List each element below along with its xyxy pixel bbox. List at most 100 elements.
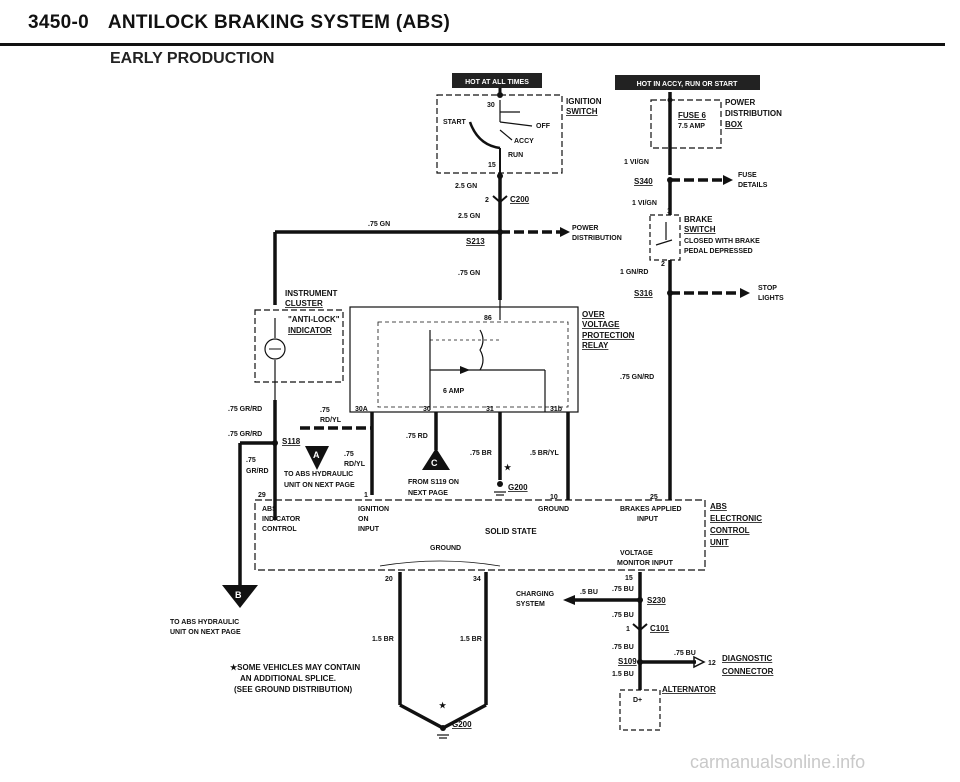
ecu-ign2: ON (358, 516, 369, 523)
relay-86: 86 (484, 315, 492, 322)
from-s119-1: FROM S119 ON (408, 479, 459, 486)
brake3: CLOSED WITH BRAKE (684, 238, 760, 245)
ecu-abs-ind1: ABS (262, 506, 277, 513)
ecu-brakes1: BRAKES APPLIED (620, 506, 682, 513)
wire-w11: .75 (320, 407, 330, 414)
ignition-rotor (468, 121, 501, 150)
s118-label: S118 (282, 437, 301, 446)
pin1: 1 (364, 492, 368, 499)
page-title: ANTILOCK BRAKING SYSTEM (ABS) (107, 12, 451, 33)
wire-w23: .75 BU (674, 650, 696, 657)
wire-w18: 1.5 BR (460, 636, 482, 643)
to-abs2: UNIT ON NEXT PAGE (284, 482, 355, 489)
header-rule (0, 43, 945, 46)
page-header: 3450-0 ANTILOCK BRAKING SYSTEM (ABS) (28, 12, 450, 34)
wire-w16: .75 (246, 457, 256, 464)
page-subtitle: EARLY PRODUCTION (110, 50, 275, 67)
g200b-label: G200 (452, 720, 472, 729)
note-3: (SEE GROUND DISTRIBUTION) (234, 685, 353, 694)
brake2: SWITCH (684, 225, 716, 234)
to-abs4: UNIT ON NEXT PAGE (170, 629, 241, 636)
pin10: 10 (550, 494, 558, 501)
section-number: 3450-0 (28, 12, 89, 33)
ign-off: OFF (536, 123, 551, 130)
to-abs3: TO ABS HYDRAULIC (170, 619, 239, 626)
abs-ecu-box (254, 499, 706, 571)
s340-label: S340 (634, 177, 653, 186)
wire-w22: .75 BU (612, 644, 634, 651)
pin29: 29 (258, 492, 266, 499)
s230-label: S230 (647, 596, 666, 605)
from-s119-2: NEXT PAGE (408, 490, 448, 497)
charging2: SYSTEM (516, 601, 545, 608)
ign-accy: ACCY (514, 138, 534, 145)
c101-label: C101 (650, 624, 670, 633)
wire-w24: 1.5 BU (612, 671, 634, 678)
brake1: BRAKE (684, 215, 713, 224)
ecu-abs-ind2: INDICATOR (262, 516, 300, 523)
alternator-box (619, 689, 661, 731)
ovp2: VOLTAGE (582, 320, 620, 329)
relay-30: 30 (423, 406, 431, 413)
wire-w8: .75 GN/RD (620, 374, 654, 381)
anti2: INDICATOR (288, 326, 332, 335)
abs2: ELECTRONIC (710, 514, 762, 523)
wire-w16b: GR/RD (246, 468, 269, 475)
relay-30a: 30A (355, 406, 368, 413)
wire-w1: 2.5 GN (455, 183, 477, 190)
power-distribution-box (650, 99, 722, 149)
wire-w15: .75 (344, 451, 354, 458)
brake-pin2: 2 (661, 261, 665, 268)
ref-c: C (431, 458, 438, 468)
fuse-label: FUSE 6 (678, 111, 707, 120)
wire-w6: 1 VI/GN (632, 200, 657, 207)
relay-31: 31 (486, 406, 494, 413)
fuse-details2: DETAILS (738, 182, 768, 189)
wire-w3: .75 GN (368, 221, 390, 228)
watermark: carmanualsonline.info (690, 752, 866, 772)
brake-switch-box (649, 214, 681, 261)
ign-start: START (443, 119, 467, 126)
ref-b-marker (222, 585, 258, 608)
ecu-brakes2: INPUT (637, 516, 659, 523)
relay-31b: 31b (550, 406, 562, 413)
wire-w7: 1 GN/RD (620, 269, 648, 276)
s316-label: S316 (634, 289, 653, 298)
stop1: STOP (758, 285, 777, 292)
brake4: PEDAL DEPRESSED (684, 248, 753, 255)
abs4: UNIT (710, 538, 729, 547)
power-dist2: DISTRIBUTION (572, 235, 622, 242)
ecu-ign3: INPUT (358, 526, 380, 533)
ign-title1: IGNITION (566, 97, 602, 106)
charging1: CHARGING (516, 591, 555, 598)
s213-label: S213 (466, 237, 485, 246)
ecu-solid: SOLID STATE (485, 527, 537, 536)
ovp-relay-box (349, 306, 579, 413)
wire-w4: .75 GN (458, 270, 480, 277)
relay-fuse: 6 AMP (443, 388, 464, 395)
anti1: "ANTI-LOCK" (288, 315, 340, 324)
stop2: LIGHTS (758, 295, 784, 302)
c200-label: C200 (510, 195, 530, 204)
ref-a: A (313, 450, 320, 460)
inst1: INSTRUMENT (285, 289, 338, 298)
ign-t15: 15 (488, 162, 496, 169)
ign-run: RUN (508, 152, 523, 159)
indicator-lamp (264, 338, 286, 360)
wire-w2: 2.5 GN (458, 213, 480, 220)
diag1: DIAGNOSTIC (722, 654, 772, 663)
pin34: 34 (473, 576, 481, 583)
wire-w17: 1.5 BR (372, 636, 394, 643)
alt-label: ALTERNATOR (662, 685, 716, 694)
wire-w21: .75 BU (612, 612, 634, 619)
banner-hot-accy (615, 75, 760, 90)
wire-w19: .5 BU (580, 589, 598, 596)
wire-w5: 1 VI/GN (624, 159, 649, 166)
ecu-ground: GROUND (538, 506, 569, 513)
pd-box3: BOX (725, 120, 743, 129)
wire-w9: .75 GR/RD (228, 406, 262, 413)
ign-title2: SWITCH (566, 107, 598, 116)
wire-w11b: RD/YL (320, 417, 342, 424)
pd-box1: POWER (725, 98, 755, 107)
ovp3: PROTECTION (582, 331, 635, 340)
